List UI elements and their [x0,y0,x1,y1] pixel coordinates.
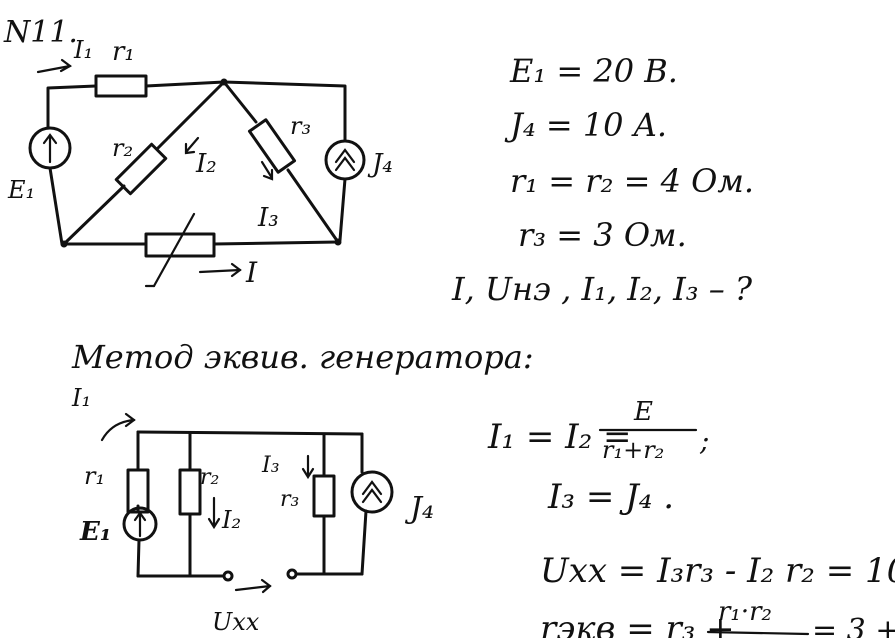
label-r3-b: r₃ [280,487,299,512]
eq4-fraction-bar [706,630,810,636]
wire-diag-r2-a [156,80,226,150]
label-r2-b: r₂ [200,465,219,490]
current-i3-b-arrowhead [301,467,315,480]
current-i3-arrow [260,160,274,180]
resistor-r2-b [178,468,202,516]
current-i1-arrow [36,64,72,74]
method-title: Метод эквив. генератора: [71,338,534,376]
label-uxx: Uхх [212,608,260,636]
resistor-r3-b [312,474,336,518]
current-i-arrowhead [230,262,242,278]
equations: I₁ = I₂ = E r₁+r₂ ; I₃ = J₄ . Uхх = I₃r₃… [487,397,895,638]
label-i3: I₃ [257,203,279,233]
label-r2: r₂ [112,134,133,162]
current-i-arrow [198,268,242,274]
resistor-r1 [94,74,148,98]
label-r3: r₃ [290,112,311,140]
wire-diag-r3-a [222,80,258,124]
label-i2-b: I₂ [221,506,241,534]
given-data: E₁ = 20 B. J₄ = 10 A. r₁ = r₂ = 4 Oм. r₃… [451,52,754,308]
current-i1-arrowhead [59,58,73,73]
eq1-end: ; [699,424,709,457]
resistor-r3 [247,118,297,174]
j4-symbol-2 [334,156,356,172]
eq4-right: = 3 + [812,613,895,638]
current-i2-arrow [184,136,200,154]
label-i1: I₁ [73,36,93,64]
wire-bottom [62,240,340,246]
label-r1-b: r₁ [84,462,105,490]
label-e1: E₁ [7,176,35,204]
given-j4: J₄ = 10 A. [504,106,667,144]
circuit-1: N11. I₁ r₁ E₁ I r₂ I₂ [3,15,393,289]
eq4-numerator: r₁·r₂ [718,597,772,627]
current-source-j4-b [350,470,394,514]
rail-bottom [136,572,364,578]
current-source-j4 [324,139,366,181]
eq4-left: rэкв = r₃ + [540,609,735,638]
terminal-b [286,568,298,580]
wire-b4-bottom [360,509,368,576]
uxx-arrowhead [260,578,272,594]
uxx-arrow [234,584,272,592]
wire-top-right [144,80,347,142]
rail-top [136,430,364,436]
label-r1: r₁ [112,37,135,67]
j4-b-symbol-2 [361,488,383,504]
circuit-2: I₁ r₁ E₁ r₂ I₂ I₃ r₃ [71,384,434,636]
eq1-denominator: r₁+r₂ [602,436,664,464]
current-i2-b-arrowhead [207,517,221,530]
nonlinear-mark [152,212,196,288]
current-i3-arrowhead [262,168,274,181]
wire-diag-r3-b [286,168,340,244]
given-r1-r2: r₁ = r₂ = 4 Oм. [510,162,754,200]
label-i: I [245,256,258,289]
wire-diag-r2-b [62,184,126,246]
given-r3: r₃ = 3 Oм. [518,216,687,254]
wire-top-left [46,84,98,130]
eq3: Uхх = I₃r₃ - I₂ r₂ = 10 [540,551,895,591]
eq1-left: I₁ = I₂ = [487,417,632,457]
emf-e1-arrowhead [42,133,58,145]
nonlinear-element [144,232,216,258]
label-j4-b: J₄ [404,491,434,526]
j4-symbol-1 [334,148,356,164]
label-i3-b: I₃ [261,453,280,478]
label-j4: J₄ [367,149,393,179]
eq1-numerator: E [633,397,653,427]
wire-b1-bottom [136,538,141,578]
unknowns: I, Uнэ , I₁, I₂, I₃ – ? [451,270,753,308]
eq2: I₃ = J₄ . [547,477,674,517]
given-e1: E₁ = 20 B. [509,52,678,90]
current-i2-arrowhead [184,142,196,155]
terminal-a [222,570,234,582]
current-i1-b-arrow [100,418,136,442]
j4-b-symbol-1 [361,480,383,496]
label-i2: I₂ [195,149,217,179]
label-e1-b: E₁ [79,517,111,547]
emf-e1-b-arrowhead [133,511,147,522]
current-i1-b-arrowhead [124,412,136,428]
problem-number: N11. [3,15,78,50]
wire-left-bottom [48,166,64,246]
wire-right-bottom [338,177,347,242]
label-i1-b: I₁ [71,384,91,412]
